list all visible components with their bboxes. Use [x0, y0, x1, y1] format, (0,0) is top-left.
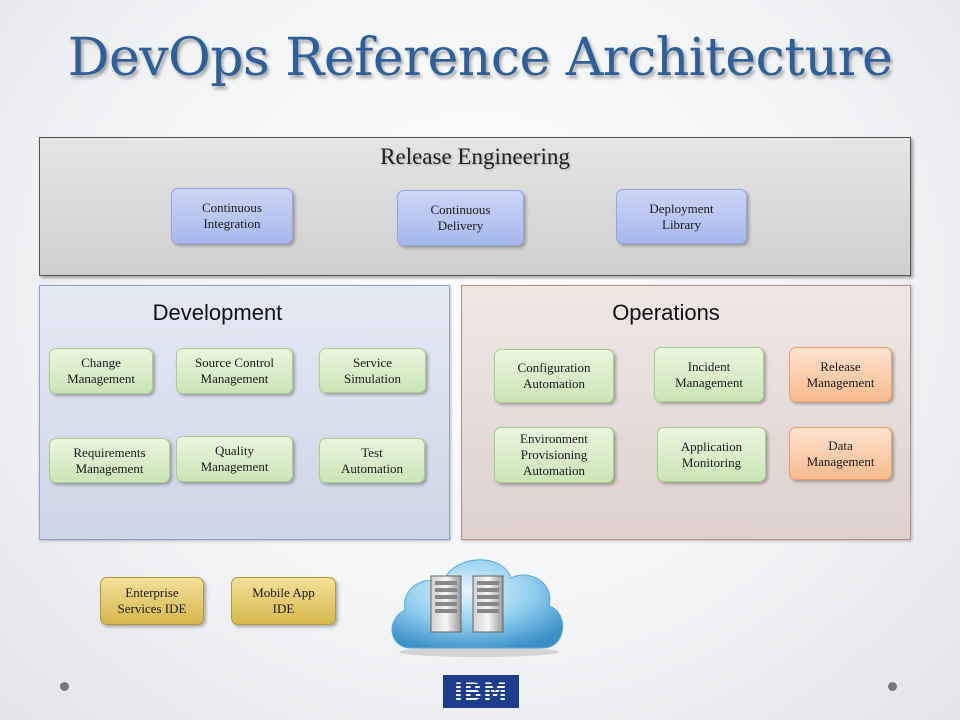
- change-management-box: Change Management: [49, 348, 153, 394]
- test-automation-box: Test Automation: [319, 438, 425, 483]
- configuration-automation-box: Configuration Automation: [494, 349, 614, 403]
- server-right-icon: [473, 576, 503, 632]
- continuous-integration-box: Continuous Integration: [171, 188, 293, 244]
- slide-dot-right: [888, 682, 897, 691]
- application-monitoring-box: Application Monitoring: [657, 427, 766, 482]
- development-title: Development: [13, 300, 422, 326]
- operations-title: Operations: [442, 300, 890, 326]
- cloud-servers-icon: [383, 548, 569, 658]
- release-engineering-panel: Release Engineering Continuous Integrati…: [39, 137, 911, 276]
- quality-management-box: Quality Management: [176, 436, 293, 482]
- slide-dot-left: [60, 682, 69, 691]
- server-left-icon: [431, 576, 461, 632]
- mobile-app-ide-box: Mobile App IDE: [231, 577, 336, 625]
- ibm-logo-text: IBM: [454, 678, 508, 706]
- ibm-logo: IBM: [443, 675, 519, 708]
- deployment-library-box: Deployment Library: [616, 189, 747, 244]
- release-management-box: Release Management: [789, 347, 892, 402]
- requirements-management-box: Requirements Management: [49, 438, 170, 483]
- incident-management-box: Incident Management: [654, 347, 764, 402]
- enterprise-services-ide-box: Enterprise Services IDE: [100, 577, 204, 625]
- continuous-delivery-box: Continuous Delivery: [397, 190, 524, 246]
- operations-panel: Operations Configuration Automation Inci…: [461, 285, 911, 540]
- development-panel: Development Change Management Source Con…: [39, 285, 450, 540]
- environment-provisioning-automation-box: Environment Provisioning Automation: [494, 427, 614, 483]
- source-control-management-box: Source Control Management: [176, 348, 293, 394]
- service-simulation-box: Service Simulation: [319, 348, 426, 393]
- data-management-box: Data Management: [789, 427, 892, 480]
- page-title: DevOps Reference Architecture: [0, 28, 960, 88]
- release-engineering-title: Release Engineering: [40, 144, 910, 170]
